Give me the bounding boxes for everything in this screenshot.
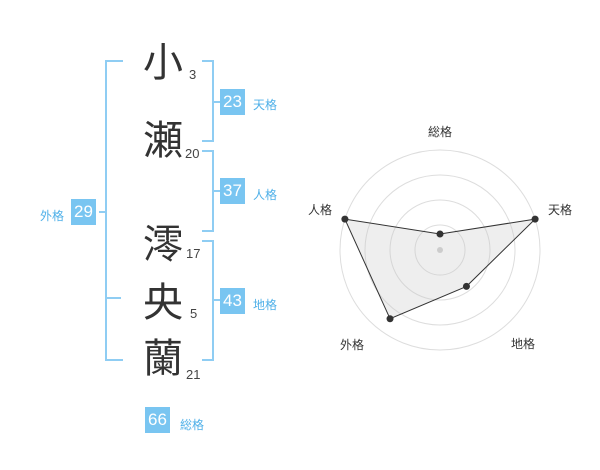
axis-label-jinkaku: 人格 (308, 203, 333, 217)
name-char-2: 瀬 (143, 118, 183, 164)
stroke-count-4: 5 (190, 306, 198, 321)
gaikaku-bracket (105, 60, 123, 361)
axis-label-chikaku: 地格 (511, 337, 536, 351)
radar-point-4 (386, 315, 394, 323)
tenkaku-bracket (202, 60, 214, 142)
chikaku-bracket (202, 240, 214, 361)
stroke-count-1: 3 (189, 67, 197, 82)
jinkaku-bracket (202, 150, 214, 232)
gaikaku-label: 外格 (40, 209, 65, 223)
jinkaku-value: 37 (220, 178, 245, 204)
soukaku-value: 66 (145, 407, 170, 433)
name-char-5: 蘭 (143, 336, 183, 382)
gaikaku-tick (99, 211, 105, 213)
gaikaku-value: 29 (71, 199, 96, 225)
tenkaku-value: 23 (220, 89, 245, 115)
tenkaku-label: 天格 (253, 98, 278, 112)
radar-center-dot (437, 247, 443, 253)
axis-label-gaikaku: 外格 (340, 338, 365, 352)
chikaku-tick (214, 299, 220, 301)
jinkaku-label: 人格 (253, 188, 278, 202)
radar-point-3 (462, 282, 470, 290)
radar-point-5 (341, 215, 349, 223)
gaikaku-bracket-mid (105, 297, 121, 299)
soukaku-label: 総格 (180, 418, 205, 432)
radar-area (344, 218, 537, 320)
radar-point-1 (436, 230, 444, 238)
chikaku-value: 43 (220, 288, 245, 314)
radar-point-2 (531, 215, 539, 223)
radar-ring (389, 199, 491, 301)
name-char-4: 央 (143, 280, 183, 326)
radar-chart (339, 149, 541, 351)
stroke-count-2: 20 (185, 146, 200, 161)
stroke-count-3: 17 (186, 246, 201, 261)
axis-label-tenkaku: 天格 (548, 203, 573, 217)
radar-ring (364, 174, 516, 326)
radar-ring (414, 224, 466, 276)
axis-label-soukaku: 総格 (428, 125, 453, 139)
jinkaku-tick (214, 190, 220, 192)
stroke-count-5: 21 (186, 367, 201, 382)
name-char-3: 澪 (143, 222, 183, 268)
name-char-1: 小 (143, 40, 183, 86)
radar-ring (339, 149, 541, 351)
chikaku-label: 地格 (253, 298, 278, 312)
tenkaku-tick (214, 101, 220, 103)
